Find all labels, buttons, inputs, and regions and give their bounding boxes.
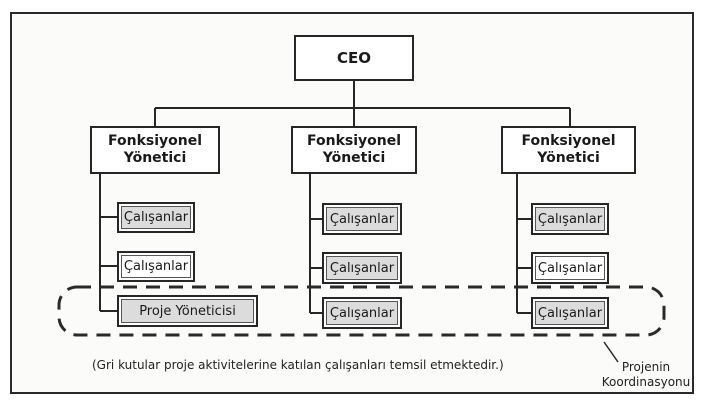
manager-label-3: Fonksiyonel Yönetici: [521, 133, 616, 166]
project-manager-label: Proje Yöneticisi: [139, 303, 236, 319]
employee-label-c2-2: Çalışanlar: [329, 260, 395, 276]
employee-box-c2-3: Çalışanlar: [322, 297, 402, 329]
employee-label-c2-1: Çalışanlar: [329, 211, 395, 227]
manager-box-2: Fonksiyonel Yönetici: [291, 126, 417, 174]
employee-box-c2-1: Çalışanlar: [322, 203, 402, 235]
manager-label-1: Fonksiyonel Yönetici: [107, 133, 203, 166]
employee-box-c3-1: Çalışanlar: [531, 203, 609, 235]
employee-box-c1-1: Çalışanlar: [117, 202, 195, 233]
coordination-note: Projenin Koordinasyonu: [601, 360, 691, 389]
employee-box-c3-2: Çalışanlar: [531, 252, 609, 284]
employee-box-c2-2: Çalışanlar: [322, 252, 402, 284]
employee-label-c3-1: Çalışanlar: [537, 211, 603, 227]
manager-box-3: Fonksiyonel Yönetici: [501, 126, 636, 174]
employee-label-c3-2: Çalışanlar: [537, 260, 603, 276]
employee-box-c3-3: Çalışanlar: [531, 297, 609, 329]
employee-label-c2-3: Çalışanlar: [329, 305, 395, 321]
project-manager-box: Proje Yöneticisi: [117, 295, 258, 327]
manager-label-2: Fonksiyonel Yönetici: [306, 133, 402, 166]
employee-label-c3-3: Çalışanlar: [537, 305, 603, 321]
employee-label-c1-2: Çalışanlar: [123, 259, 189, 274]
diagram-caption: (Gri kutular proje aktivitelerine katıla…: [92, 358, 504, 372]
employee-box-c1-2: Çalışanlar: [117, 251, 195, 282]
manager-box-1: Fonksiyonel Yönetici: [90, 126, 220, 174]
ceo-label: CEO: [336, 49, 371, 67]
ceo-box: CEO: [294, 35, 414, 81]
employee-label-c1-1: Çalışanlar: [123, 210, 189, 225]
